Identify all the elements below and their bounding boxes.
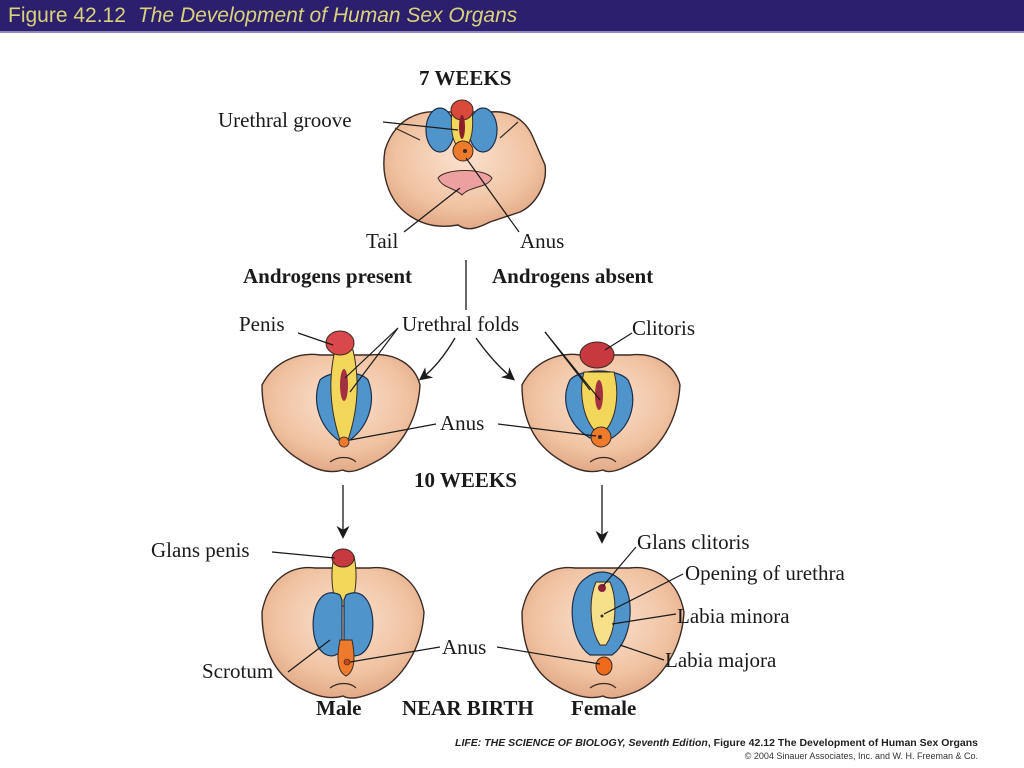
branch-androgens-absent: Androgens absent bbox=[492, 264, 654, 288]
label-opening-of-urethra: Opening of urethra bbox=[685, 561, 845, 585]
leader-lines-10w bbox=[297, 327, 633, 441]
leader-lines-7w bbox=[382, 121, 520, 233]
label-anus-10-weeks: Anus bbox=[440, 411, 485, 435]
figure-title: Figure 42.12 The Development of Human Sex… bbox=[8, 4, 517, 28]
branch-androgens-present: Androgens present bbox=[243, 264, 412, 288]
figure-number: Figure 42.12 bbox=[8, 4, 126, 27]
glans-clitoris bbox=[598, 584, 606, 592]
label-clitoris: Clitoris bbox=[632, 316, 696, 340]
credit-book: LIFE: THE SCIENCE OF BIOLOGY, Seventh Ed… bbox=[455, 737, 708, 749]
label-labia-minora: Labia minora bbox=[677, 604, 790, 628]
credit-line-1: LIFE: THE SCIENCE OF BIOLOGY, Seventh Ed… bbox=[455, 737, 978, 749]
credit-copyright: © 2004 Sinauer Associates, Inc. and W. H… bbox=[744, 751, 978, 761]
label-penis: Penis bbox=[239, 312, 285, 336]
stage-7-weeks: 7 WEEKS bbox=[419, 66, 512, 90]
blue-swelling-left-7w bbox=[425, 107, 455, 153]
sex-label-female: Female bbox=[571, 696, 637, 720]
source-credit: LIFE: THE SCIENCE OF BIOLOGY, Seventh Ed… bbox=[455, 737, 978, 761]
stage-10-weeks: 10 WEEKS bbox=[414, 468, 517, 492]
label-labia-majora: Labia majora bbox=[665, 648, 777, 672]
label-tail: Tail bbox=[366, 229, 399, 253]
stage-near-birth: NEAR BIRTH bbox=[402, 696, 534, 720]
label-glans-penis: Glans penis bbox=[151, 538, 250, 562]
title-bar: Figure 42.12 The Development of Human Sex… bbox=[0, 0, 1024, 33]
embryo-7-weeks bbox=[383, 99, 547, 230]
leader-lines-birth bbox=[271, 546, 684, 673]
label-anus-near-birth: Anus bbox=[442, 635, 487, 659]
label-glans-clitoris: Glans clitoris bbox=[637, 530, 750, 554]
credit-figure-ref: , Figure 42.12 The Development of Human … bbox=[707, 737, 978, 749]
newborn-female bbox=[521, 566, 685, 699]
figure-name: The Development of Human Sex Organs bbox=[137, 4, 518, 27]
blue-swelling-right-7w bbox=[468, 107, 498, 153]
branch-arrows bbox=[336, 260, 609, 544]
label-urethral-groove: Urethral groove bbox=[218, 108, 352, 132]
sex-label-male: Male bbox=[316, 696, 362, 720]
label-urethral-folds: Urethral folds bbox=[402, 312, 520, 336]
glans-penis bbox=[331, 548, 355, 568]
label-anus-7-weeks: Anus bbox=[520, 229, 565, 253]
clitoris-10w bbox=[579, 341, 615, 369]
embryo-10-weeks-female bbox=[521, 341, 681, 473]
newborn-male bbox=[261, 548, 425, 699]
penis-10w bbox=[325, 330, 355, 356]
embryo-10-weeks-male bbox=[261, 330, 421, 473]
label-scrotum: Scrotum bbox=[202, 659, 274, 683]
tail-7w bbox=[437, 170, 493, 196]
